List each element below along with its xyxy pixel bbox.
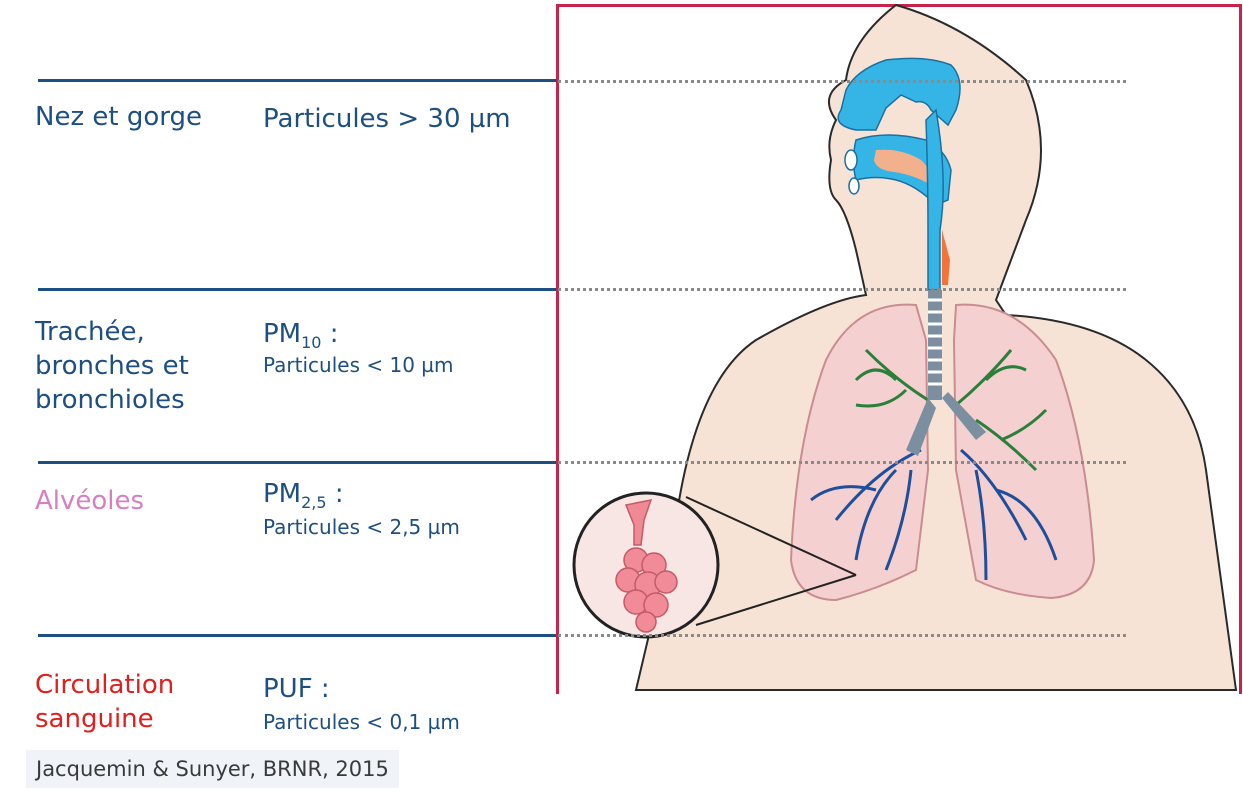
puf-detail-text: Particules < 0,1 µm xyxy=(263,710,460,734)
region-trachea-line-1: Trachée, xyxy=(35,315,189,349)
pm25-prefix: PM xyxy=(263,479,301,509)
region-circulation-line-1: Circulation xyxy=(35,668,174,702)
puf-detail: Particules < 0,1 µm xyxy=(263,709,460,735)
pm25-detail-text: Particules < 2,5 µm xyxy=(263,515,460,539)
pm10-detail: Particules < 10 µm xyxy=(263,352,453,378)
citation-text: Jacquemin & Sunyer, BRNR, 2015 xyxy=(36,757,389,781)
region-trachea-line-2: bronches et xyxy=(35,349,189,383)
separator-trachea xyxy=(38,288,558,291)
region-alveoles: Alvéoles xyxy=(35,484,144,518)
region-nose-throat-text: Nez et gorge xyxy=(35,102,202,132)
separator-alveoles xyxy=(38,461,558,464)
pm25-subscript: 2,5 xyxy=(301,493,326,512)
citation: Jacquemin & Sunyer, BRNR, 2015 xyxy=(26,750,399,788)
region-trachea: Trachée, bronches et bronchioles xyxy=(35,315,189,417)
region-alveoles-text: Alvéoles xyxy=(35,486,144,516)
puf-label-text: PUF : xyxy=(263,674,330,704)
pm25-detail: Particules < 2,5 µm xyxy=(263,514,460,540)
particle-size-nose: Particules > 30 µm xyxy=(263,103,511,135)
level-line-trachea xyxy=(558,288,1126,291)
alveoli-zoom-circle xyxy=(574,493,718,637)
region-nose-throat: Nez et gorge xyxy=(35,100,202,134)
separator-circulation xyxy=(38,634,558,637)
pm10-prefix: PM xyxy=(263,319,301,349)
level-line-alveoles xyxy=(558,461,1126,464)
separator-nose-throat xyxy=(38,79,558,82)
pm10-detail-text: Particules < 10 µm xyxy=(263,353,453,377)
pm25-label: PM2,5 : xyxy=(263,478,344,519)
respiratory-system-illustration xyxy=(556,0,1243,694)
pm10-suffix: : xyxy=(321,319,338,349)
level-line-circulation xyxy=(558,634,1126,637)
region-trachea-line-3: bronchioles xyxy=(35,383,189,417)
region-circulation: Circulation sanguine xyxy=(35,668,174,736)
pm10-subscript: 10 xyxy=(301,333,321,352)
level-line-nose xyxy=(558,80,1126,83)
puf-label: PUF : xyxy=(263,673,330,705)
region-circulation-line-2: sanguine xyxy=(35,702,174,736)
particle-size-nose-text: Particules > 30 µm xyxy=(263,104,511,134)
pm25-suffix: : xyxy=(327,479,344,509)
